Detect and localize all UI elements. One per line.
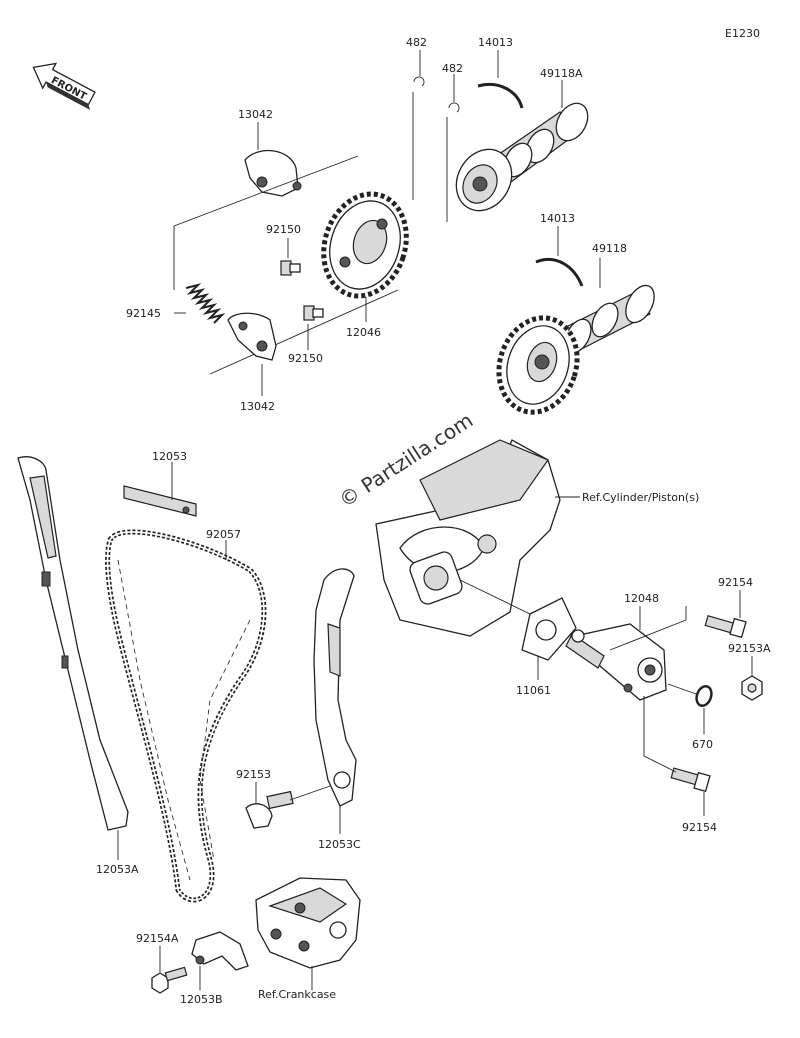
- label-482-upper: 482: [406, 36, 427, 49]
- label-92154-lower: 92154: [682, 821, 717, 834]
- label-92153a: 92153A: [728, 642, 771, 655]
- o-ring-670: [695, 685, 713, 707]
- cylinder-reference: [375, 439, 561, 637]
- camshaft-49118a: [455, 102, 589, 212]
- label-ref-cylinder: Ref.Cylinder/Piston(s): [582, 491, 699, 504]
- nut-92153a: [741, 675, 763, 701]
- label-ref-crankcase: Ref.Crankcase: [258, 988, 336, 1001]
- label-49118a: 49118A: [540, 67, 583, 80]
- label-92154-upper: 92154: [718, 576, 753, 589]
- bolt-92150-upper: [280, 260, 301, 276]
- cam-sprocket-12046: [321, 191, 409, 299]
- label-12053a: 12053A: [96, 863, 139, 876]
- label-13042-upper: 13042: [238, 108, 273, 121]
- label-92150-lower: 92150: [288, 352, 323, 365]
- chain-guide-12053: [123, 485, 197, 517]
- label-12053: 12053: [152, 450, 187, 463]
- circlip-482-upper: [413, 76, 425, 87]
- label-12053b: 12053B: [180, 993, 223, 1006]
- label-92153: 92153: [236, 768, 271, 781]
- label-670: 670: [692, 738, 713, 751]
- decompressor-weight-13042-upper: [244, 149, 302, 197]
- chain-guide-12053a: [17, 456, 129, 831]
- label-92150-upper: 92150: [266, 223, 301, 236]
- snap-ring-14013-upper: [477, 83, 524, 109]
- front-arrow-icon: FRONT: [32, 62, 96, 110]
- timing-chain-92057: [105, 529, 267, 903]
- circlip-482-lower: [448, 102, 460, 113]
- spring-92145: [185, 283, 226, 324]
- label-92154a: 92154A: [136, 932, 179, 945]
- label-49118: 49118: [592, 242, 627, 255]
- diagram-code: E1230: [725, 27, 760, 40]
- decompressor-weight-13042-lower: [227, 312, 277, 361]
- label-11061: 11061: [516, 684, 551, 697]
- bolt-92154a: [151, 966, 188, 994]
- chain-tensioner-12048: [565, 623, 667, 701]
- label-92145: 92145: [126, 307, 161, 320]
- label-14013-lower: 14013: [540, 212, 575, 225]
- bolt-92154-upper: [704, 615, 747, 639]
- bolt-92150-lower: [303, 305, 324, 321]
- chain-guide-12053c: [313, 568, 357, 807]
- label-14013-upper: 14013: [478, 36, 513, 49]
- label-12053c: 12053C: [318, 838, 361, 851]
- label-12046: 12046: [346, 326, 381, 339]
- crankcase-reference: [255, 877, 361, 969]
- label-13042-lower: 13042: [240, 400, 275, 413]
- bolt-92153: [245, 790, 294, 829]
- snap-ring-14013-lower: [535, 258, 584, 287]
- bolt-92154-lower: [670, 767, 711, 793]
- camshaft-49118: [496, 284, 655, 415]
- label-482-lower: 482: [442, 62, 463, 75]
- gasket-11061: [521, 597, 577, 661]
- label-92057: 92057: [206, 528, 241, 541]
- label-12048: 12048: [624, 592, 659, 605]
- bracket-12053b: [191, 931, 249, 971]
